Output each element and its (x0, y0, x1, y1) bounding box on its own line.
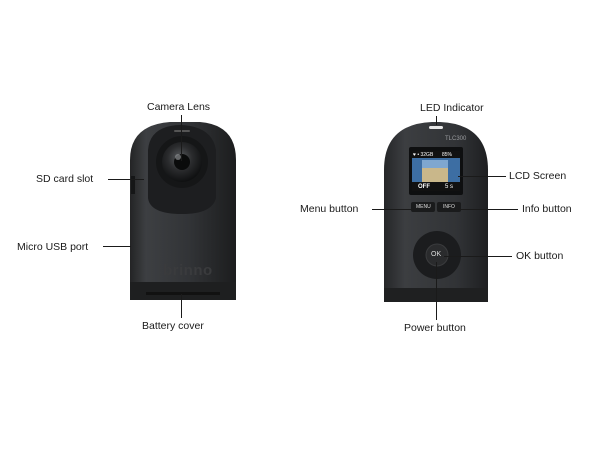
leader-power-button (436, 262, 437, 320)
model-label: TLC300 (445, 136, 467, 142)
callout-led-indicator: LED Indicator (420, 102, 484, 114)
callout-power-button: Power button (404, 322, 466, 334)
back-camera-body (384, 122, 488, 302)
callout-info-button: Info button (522, 203, 572, 215)
leader-battery-cover (181, 294, 182, 318)
callout-sd-card-slot: SD card slot (36, 173, 94, 185)
menu-button (411, 202, 435, 212)
callout-micro-usb-port: Micro USB port (17, 241, 89, 253)
callout-camera-lens: Camera Lens (147, 101, 211, 113)
leader-menu-button (372, 209, 414, 210)
leader-sd-card-slot (108, 179, 144, 180)
info-button-label[interactable]: INFO (443, 204, 455, 210)
screen-interval: 5 s (445, 184, 454, 190)
callout-lcd-screen: LCD Screen (509, 170, 567, 182)
sd-card-slot (131, 176, 135, 194)
ok-button-icon (425, 243, 449, 267)
screen-status: ♥ • 32GB (413, 152, 434, 158)
info-button (437, 202, 461, 212)
leader-info-button (458, 209, 518, 210)
screen-mode: OFF (418, 184, 430, 190)
callout-menu-button: Menu button (300, 203, 359, 215)
screen-battery: 85% (442, 152, 453, 158)
menu-button-label[interactable]: MENU (416, 204, 431, 210)
leader-lcd-screen (458, 176, 506, 177)
leader-ok-button (444, 256, 512, 257)
brand-logo: brinno (163, 262, 213, 279)
ok-button-label[interactable]: OK (431, 251, 442, 258)
leader-micro-usb-port (103, 246, 131, 247)
callout-battery-cover: Battery cover (142, 320, 204, 332)
leader-camera-lens (181, 115, 182, 161)
led-indicator-icon (429, 126, 443, 129)
front-camera-body (130, 122, 236, 300)
leader-led-indicator (436, 116, 437, 125)
callout-ok-button: OK button (516, 250, 564, 262)
